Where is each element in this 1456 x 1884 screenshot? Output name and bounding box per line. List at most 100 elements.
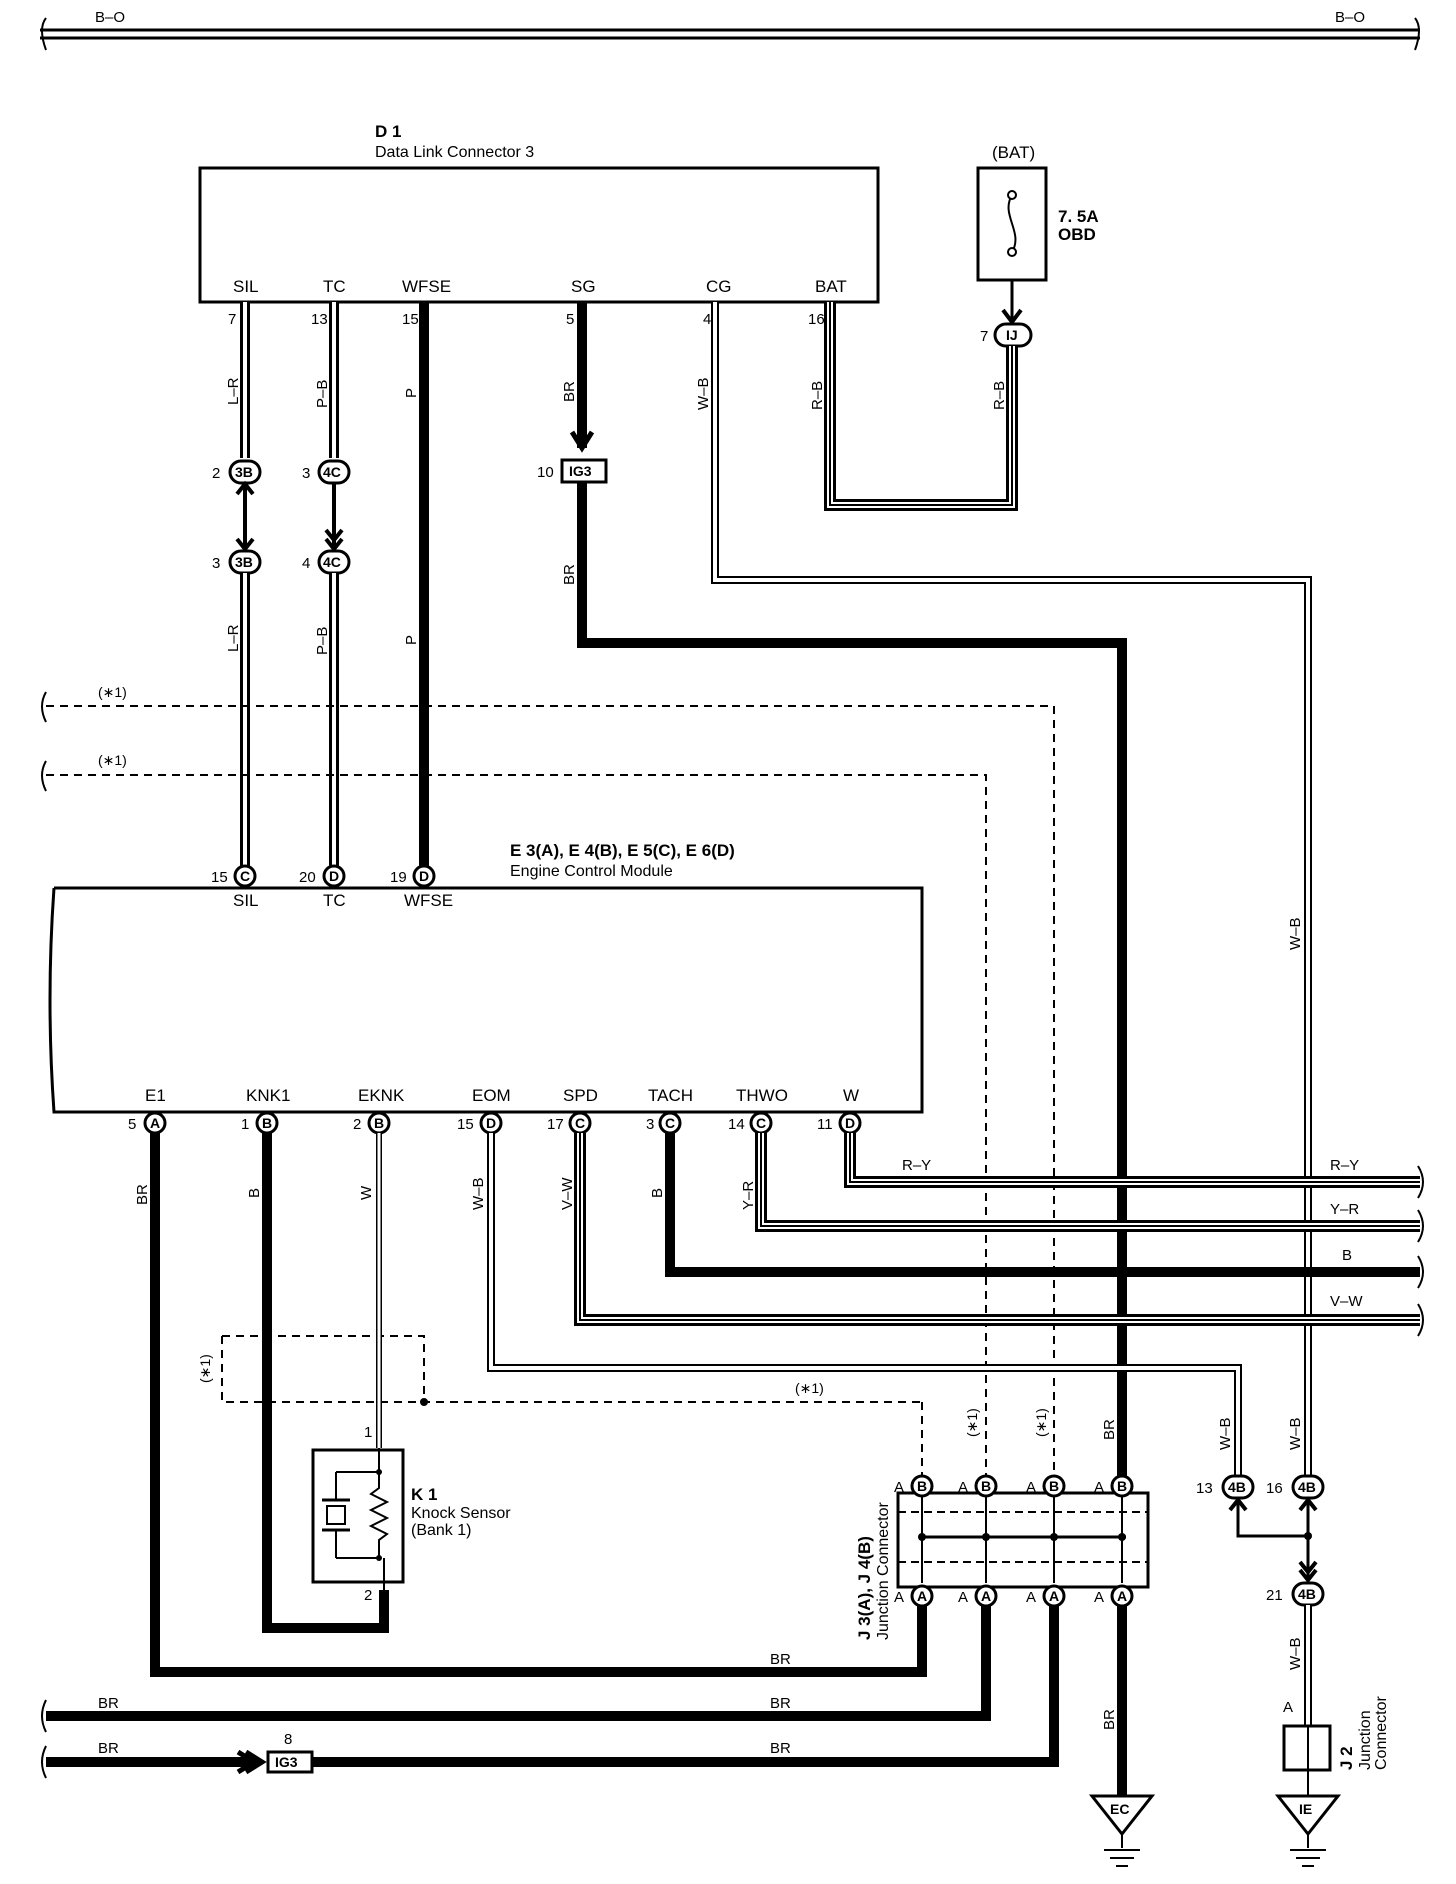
- jc-bottom-letter-3: A: [1026, 1589, 1036, 1606]
- wire-label-l-r-mid: L–R: [225, 624, 242, 652]
- jc-top-b-3: B: [1049, 1478, 1059, 1494]
- jct-4b-21: 4B: [1298, 1586, 1316, 1602]
- ground-ec: EC: [1088, 1794, 1156, 1867]
- wire-label-tach: B: [649, 1188, 666, 1198]
- jct-3b-upper: 3B: [235, 464, 253, 480]
- ecm-term-tach: TACH: [648, 1086, 693, 1105]
- wire-label-p-b-mid: P–B: [314, 627, 331, 655]
- fuse-rating: 7. 5A: [1058, 207, 1099, 226]
- jct-4b-13: 4B: [1228, 1479, 1246, 1495]
- ecm-term-eom: EOM: [472, 1086, 511, 1105]
- shield-note-3: (∗1): [795, 1380, 824, 1396]
- ecm-conn-knk1: B: [262, 1115, 272, 1131]
- knock-pin-1: 1: [364, 1424, 372, 1441]
- wire-label-cg-w-b: W–B: [695, 377, 712, 410]
- ecm-top-term-wfse: WFSE: [404, 891, 453, 910]
- wire-label-w-inner: R–Y: [902, 1157, 931, 1174]
- wire-label-knk1: B: [246, 1188, 263, 1198]
- shield-note-1: (∗1): [98, 684, 127, 700]
- jct-4b-pin-13: 13: [1196, 1480, 1213, 1497]
- knock-sensor-id: K 1: [411, 1485, 437, 1504]
- jc-br-label: BR: [1101, 1419, 1118, 1440]
- right-bus-r-y: R–Y: [1330, 1157, 1359, 1174]
- jc-bottom-a-4: A: [1117, 1588, 1127, 1604]
- obd-fuse: (BAT) 7. 5A OBD IJ 7: [976, 143, 1099, 348]
- jc-top-a-2: A: [958, 1479, 968, 1496]
- jct-4c-upper: 4C: [323, 464, 341, 480]
- jct-3b-lower-pin: 3: [212, 555, 220, 572]
- ecm-bottom-wires: [150, 1133, 1420, 1677]
- wire-label-long-w-b: W–B: [1287, 917, 1304, 950]
- jct-4c-lower: 4C: [323, 554, 341, 570]
- ground-ec-label: EC: [1110, 1801, 1129, 1817]
- shield-lines: [46, 705, 1055, 1476]
- jc-name: Junction Connector: [875, 1501, 892, 1640]
- ecm-top-term-tc: TC: [323, 891, 346, 910]
- ecm-conn-spd: C: [575, 1115, 585, 1131]
- jc-top-a-1: A: [894, 1479, 904, 1496]
- ecm-pin-e1: 5: [128, 1116, 136, 1133]
- dlc-wire-labels: L–R P–B P BR W–B R–B R–B: [225, 377, 1008, 410]
- ecm-term-knk1: KNK1: [246, 1086, 290, 1105]
- ecm-term-thwo: THWO: [736, 1086, 788, 1105]
- ig3-upper-pin: 10: [537, 464, 554, 481]
- ecm-pin-eknk: 2: [353, 1116, 361, 1133]
- right-bus-v-w: V–W: [1330, 1293, 1363, 1310]
- bottom-wires: [46, 1606, 1127, 1796]
- jct-4b-16: 4B: [1298, 1479, 1316, 1495]
- knock-sensor: 1 2 K 1 Knock Sensor (Bank 1): [311, 1424, 511, 1604]
- ecm-conn-e1: A: [150, 1115, 160, 1131]
- knock-sensor-bank: (Bank 1): [411, 1522, 471, 1539]
- j2-name-1: Junction: [1357, 1710, 1374, 1770]
- dlc-wires: [240, 302, 1312, 1482]
- dlc3-term-sil: SIL: [233, 277, 259, 296]
- wire-label-p-b-top: P–B: [314, 380, 331, 408]
- ij-junction: IJ: [1006, 327, 1018, 343]
- ig3-lower-pin: 8: [284, 1731, 292, 1748]
- wire-label-br-top: BR: [561, 381, 578, 402]
- jc-bottom-a-1: A: [917, 1588, 927, 1604]
- ecm-pin-w: 11: [817, 1116, 833, 1133]
- wire-label-br-ig3: BR: [561, 564, 578, 585]
- top-bo-bus: B–O B–O: [40, 9, 1420, 51]
- shield-note-6: (∗1): [1033, 1408, 1049, 1437]
- j2-name-2: Connector: [1373, 1696, 1390, 1770]
- bottom-wire-labels: BR BR BR BR BR BR: [98, 1651, 1118, 1757]
- junction-4b: 4B 13 4B 16 4B 21 W–B W–B W–B: [1196, 1417, 1325, 1726]
- jc-bottom-a-3: A: [1049, 1588, 1059, 1604]
- br-label-left-2: BR: [98, 1740, 119, 1757]
- j2-id: J 2: [1337, 1746, 1356, 1770]
- wire-label-fuse-r-b: R–B: [991, 381, 1008, 410]
- wire-label-4b-21: W–B: [1287, 1637, 1304, 1670]
- ecm-top-pin-wfse: 19: [390, 869, 407, 886]
- ig3-upper-junction: IG3 10 BR: [537, 458, 1127, 1478]
- ecm-pin-thwo: 14: [728, 1116, 745, 1133]
- junction-3b-4c: 3B 2 4C 3 3B 3 4C 4: [212, 459, 351, 575]
- right-bus-y-r: Y–R: [1330, 1201, 1359, 1218]
- ground-ie: IE: [1274, 1794, 1342, 1867]
- wire-label-eom: W–B: [470, 1177, 487, 1210]
- wire-label-p-mid: P: [403, 635, 420, 645]
- ecm-top-conn-wfse: D: [419, 868, 429, 884]
- wire-label-4b-16: W–B: [1287, 1417, 1304, 1450]
- ecm-ids: E 3(A), E 4(B), E 5(C), E 6(D): [510, 841, 735, 860]
- dlc3-pin-5: 5: [566, 311, 574, 328]
- ecm-pin-spd: 17: [547, 1116, 564, 1133]
- right-bus-b: B: [1342, 1247, 1352, 1264]
- ecm-pin-eom: 15: [457, 1116, 474, 1133]
- shield-note-5: (∗1): [964, 1408, 980, 1437]
- wire-label-eknk: W: [358, 1185, 375, 1200]
- shield-note-4: (∗1): [197, 1354, 213, 1383]
- j2-pin: A: [1283, 1699, 1293, 1716]
- jc-ids: J 3(A), J 4(B): [855, 1536, 874, 1640]
- ecm-bottom-wire-labels: BR B W W–B V–W B Y–R R–Y R–Y Y–R B V–W W…: [134, 917, 1363, 1310]
- dlc3-pin-15: 15: [402, 311, 419, 328]
- ij-pin: 7: [980, 328, 988, 345]
- jc-bottom-letter-2: A: [958, 1589, 968, 1606]
- dlc3-name: Data Link Connector 3: [375, 144, 534, 161]
- bottom-ig3: IG3 8: [266, 1731, 314, 1774]
- ecm-top-pin-sil: 15: [211, 869, 228, 886]
- jct-4b-pin-21: 21: [1266, 1587, 1283, 1604]
- ground-ie-label: IE: [1299, 1801, 1312, 1817]
